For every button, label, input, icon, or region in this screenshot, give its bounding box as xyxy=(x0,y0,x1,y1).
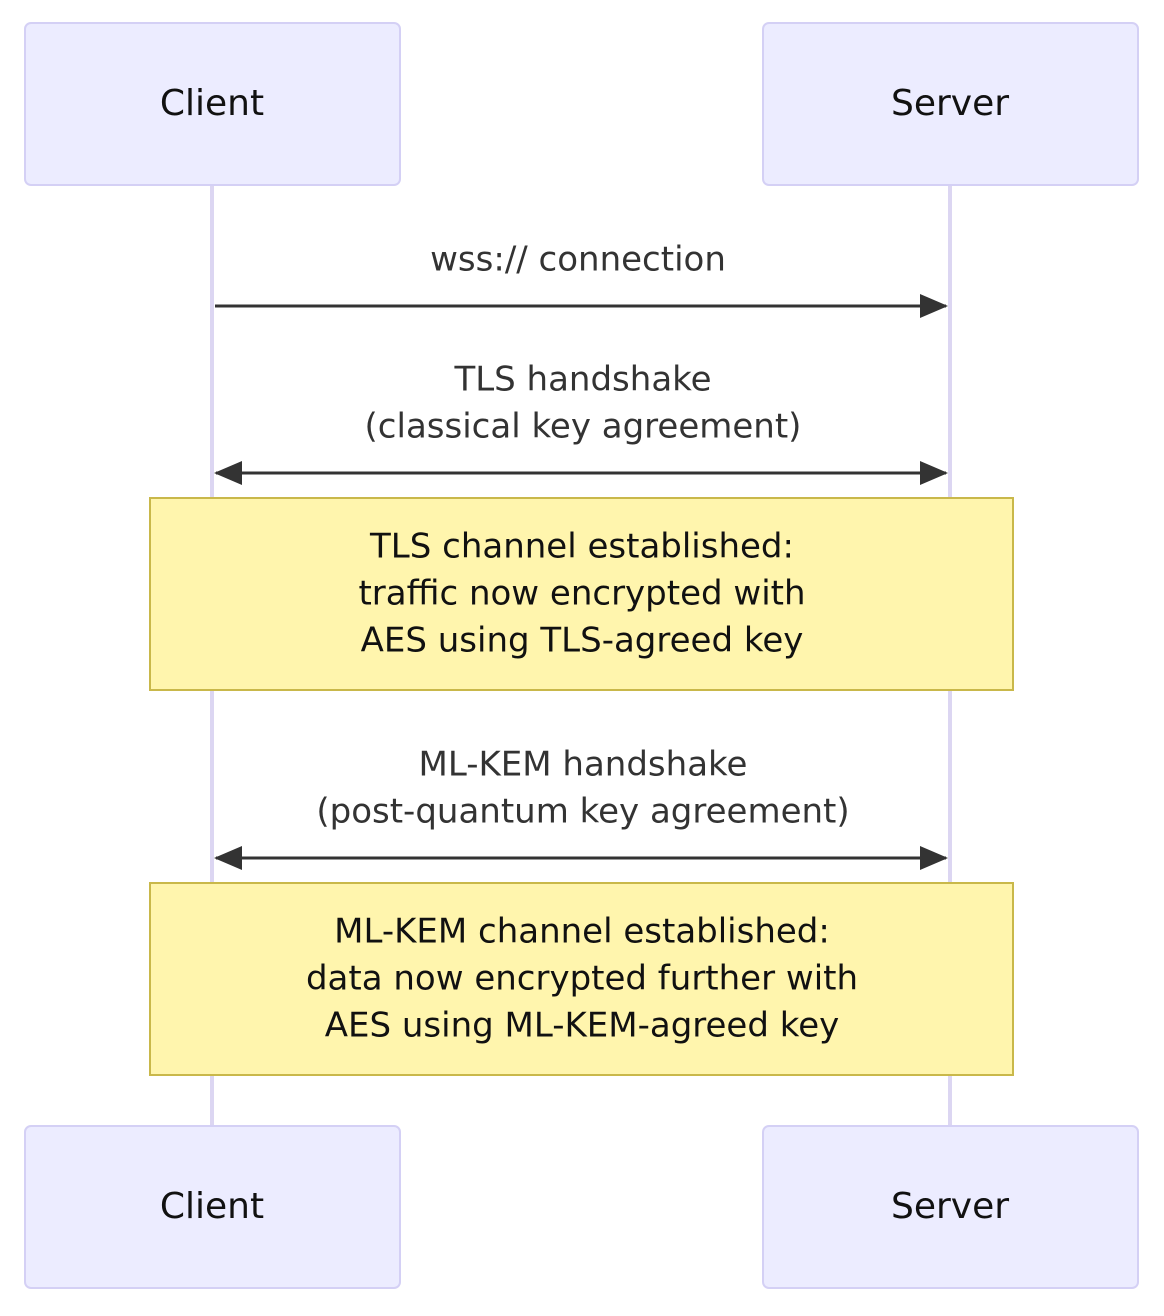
note-tls-channel-line1: TLS channel established: xyxy=(369,527,794,567)
client-actor-top: Client xyxy=(24,22,401,186)
message-tls-handshake: TLS handshake (classical key agreement) xyxy=(214,360,948,485)
client-actor-top-label: Client xyxy=(160,83,264,124)
message-mlkem-handshake: ML-KEM handshake (post-quantum key agree… xyxy=(214,745,948,870)
message-tls-handshake-label-line1: TLS handshake xyxy=(453,360,711,400)
message-tls-handshake-label-line2: (classical key agreement) xyxy=(365,407,802,447)
note-mlkem-channel: ML-KEM channel established: data now enc… xyxy=(149,882,1014,1076)
note-tls-channel-line2: traffic now encrypted with xyxy=(358,574,805,614)
server-actor-top-label: Server xyxy=(891,83,1009,124)
note-mlkem-channel-line3: AES using ML-KEM-agreed key xyxy=(325,1006,840,1046)
note-mlkem-channel-line1: ML-KEM channel established: xyxy=(334,912,830,952)
note-mlkem-channel-line2: data now encrypted further with xyxy=(306,959,858,999)
client-actor-bottom-label: Client xyxy=(160,1186,264,1227)
message-mlkem-handshake-label-line2: (post-quantum key agreement) xyxy=(316,792,849,832)
message-mlkem-handshake-label-line1: ML-KEM handshake xyxy=(419,745,748,785)
server-actor-top: Server xyxy=(762,22,1139,186)
note-tls-channel-line3: AES using TLS-agreed key xyxy=(361,621,804,661)
message-wss-connection: wss:// connection xyxy=(215,240,948,318)
client-actor-bottom: Client xyxy=(24,1125,401,1289)
server-actor-bottom: Server xyxy=(762,1125,1139,1289)
note-tls-channel: TLS channel established: traffic now enc… xyxy=(149,497,1014,691)
message-wss-connection-label: wss:// connection xyxy=(430,240,726,280)
server-actor-bottom-label: Server xyxy=(891,1186,1009,1227)
